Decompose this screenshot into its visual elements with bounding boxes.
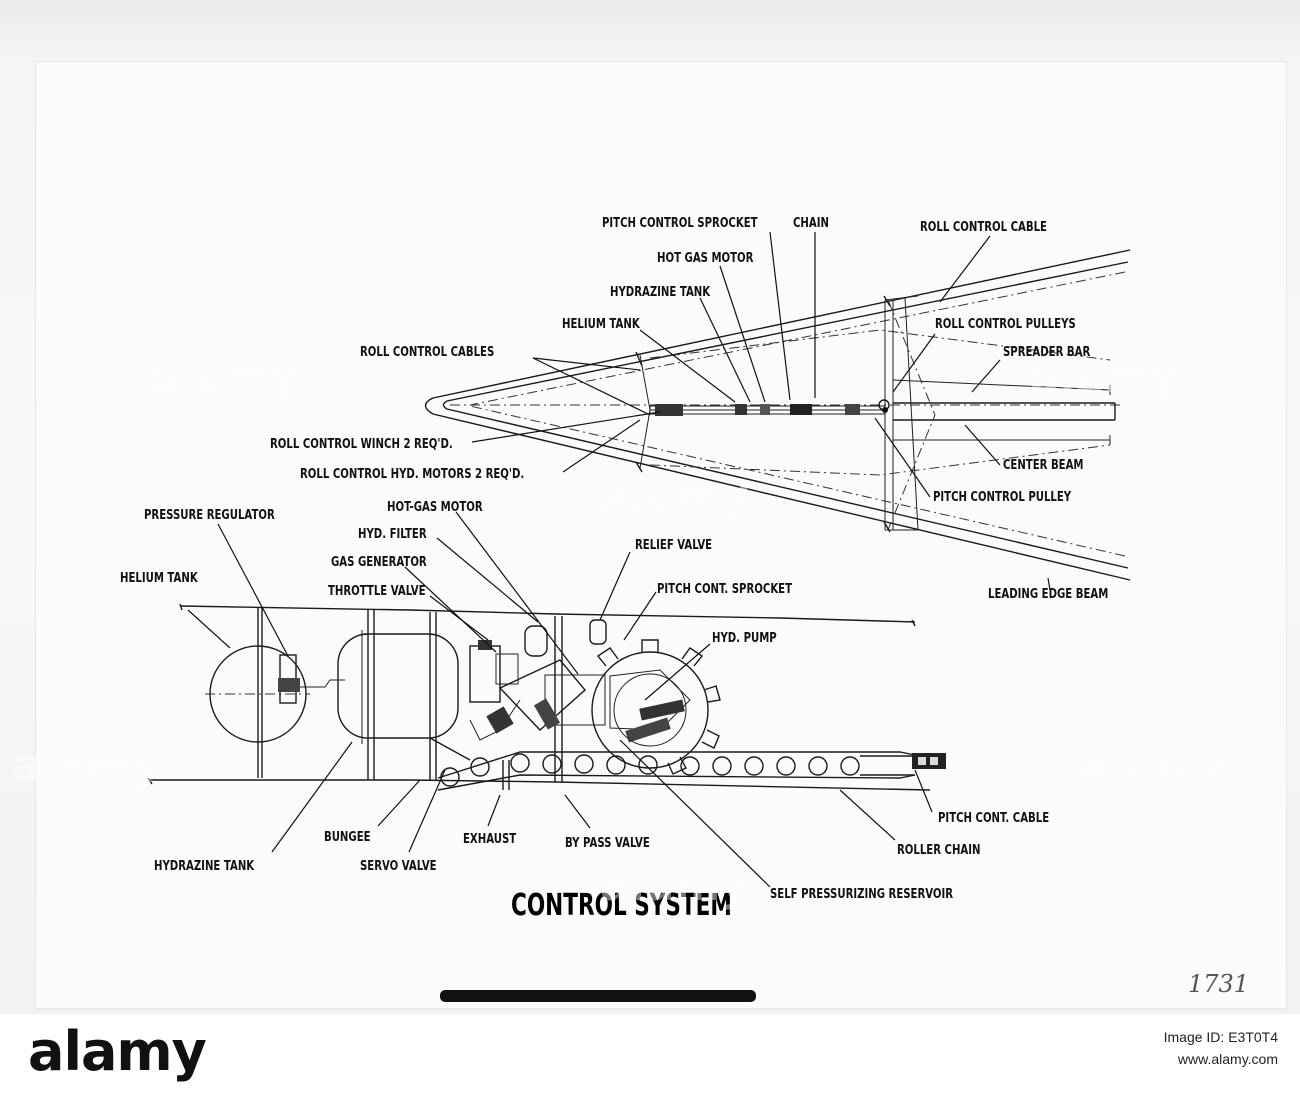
- label-pressure-regulator: PRESSURE REGULATOR: [144, 507, 275, 523]
- label-roll-control-cable: ROLL CONTROL CABLE: [920, 219, 1047, 235]
- watermark-text: alamy: [12, 740, 161, 791]
- label-hydrazine-tank-wing: HYDRAZINE TANK: [610, 284, 711, 300]
- label-spreader-bar: SPREADER BAR: [1003, 344, 1090, 360]
- footer-bar: [0, 1014, 1300, 1104]
- label-helium-tank-wing: HELIUM TANK: [562, 316, 641, 332]
- watermark-text: alamy: [600, 860, 749, 911]
- label-pitch-cont-cable: PITCH CONT. CABLE: [938, 810, 1049, 826]
- label-hot-gas-motor: HOT GAS MOTOR: [657, 250, 753, 266]
- tape-mark: [440, 990, 756, 1002]
- label-servo-valve: SERVO VALVE: [360, 858, 437, 874]
- label-by-pass-valve: BY PASS VALVE: [565, 835, 650, 851]
- label-bungee: BUNGEE: [324, 829, 371, 845]
- label-roll-control-winch: ROLL CONTROL WINCH 2 REQ'D.: [270, 436, 453, 452]
- drawing-sheet: [36, 62, 1286, 1008]
- label-chain: CHAIN: [793, 215, 829, 231]
- diagram-title: CONTROL SYSTEM: [511, 889, 732, 923]
- detail-labels: HOT-GAS MOTOR PRESSURE REGULATOR HYD. FI…: [120, 499, 1049, 902]
- label-exhaust: EXHAUST: [463, 831, 516, 847]
- watermark-text: alamy: [1080, 740, 1229, 791]
- site-link[interactable]: www.alamy.com: [1177, 1051, 1278, 1067]
- watermarks: alamy alamy alamy alamy alamy alamy: [12, 352, 1229, 911]
- label-roll-control-pulleys: ROLL CONTROL PULLEYS: [935, 316, 1076, 332]
- control-assembly: [147, 603, 946, 791]
- image-id: Image ID: E3T0T4: [1163, 1029, 1278, 1045]
- label-pitch-control-pulley: PITCH CONTROL PULLEY: [933, 489, 1072, 505]
- label-gas-generator: GAS GENERATOR: [331, 554, 427, 570]
- control-system-diagram: PITCH CONTROL SPROCKET CHAIN ROLL CONTRO…: [12, 214, 1250, 1002]
- detail-leaders: [187, 511, 933, 888]
- label-hyd-filter: HYD. FILTER: [358, 526, 427, 542]
- label-helium-tank-detail: HELIUM TANK: [120, 570, 199, 586]
- label-hyd-pump: HYD. PUMP: [712, 630, 777, 646]
- label-leading-edge-beam: LEADING EDGE BEAM: [988, 586, 1108, 602]
- label-roll-control-hyd-motors: ROLL CONTROL HYD. MOTORS 2 REQ'D.: [300, 466, 524, 482]
- label-center-beam: CENTER BEAM: [1003, 457, 1084, 473]
- label-roll-control-cables: ROLL CONTROL CABLES: [360, 344, 494, 360]
- label-roller-chain: ROLLER CHAIN: [897, 842, 981, 858]
- footer-text: Image ID: E3T0T4 www.alamy.com: [1164, 1026, 1278, 1070]
- handwritten-number: 1731: [1188, 970, 1249, 998]
- wing-planform: [424, 249, 1131, 581]
- label-pitch-cont-sprocket: PITCH CONT. SPROCKET: [657, 581, 792, 597]
- label-hot-gas-motor-detail: HOT-GAS MOTOR: [387, 499, 483, 515]
- label-throttle-valve: THROTTLE VALVE: [328, 583, 426, 599]
- watermark-text: alamy: [600, 470, 749, 521]
- brand-logo[interactable]: alamy: [28, 1020, 207, 1083]
- wing-labels: PITCH CONTROL SPROCKET CHAIN ROLL CONTRO…: [270, 215, 1108, 602]
- watermark-text: alamy: [150, 352, 299, 403]
- label-self-pressurizing-reservoir: SELF PRESSURIZING RESERVOIR: [770, 886, 953, 902]
- wing-leaders: [471, 231, 1051, 591]
- label-pitch-control-sprocket: PITCH CONTROL SPROCKET: [602, 215, 758, 231]
- watermark-text: alamy: [1030, 352, 1179, 403]
- label-hydrazine-tank-detail: HYDRAZINE TANK: [154, 858, 255, 874]
- label-relief-valve: RELIEF VALVE: [635, 537, 712, 553]
